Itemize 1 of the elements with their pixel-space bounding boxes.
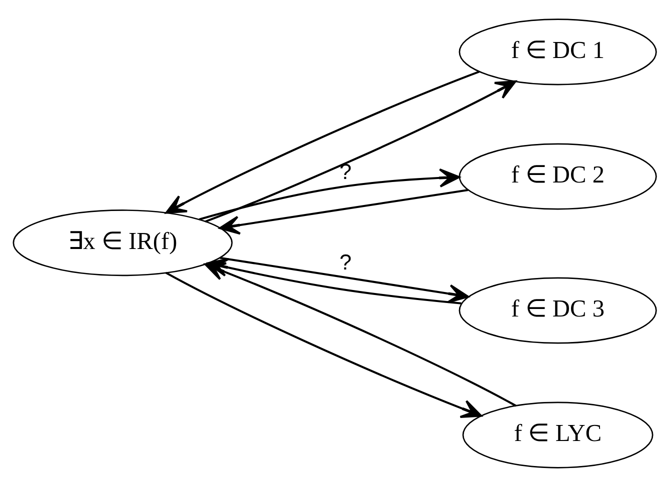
- edge-label: ?: [340, 250, 352, 275]
